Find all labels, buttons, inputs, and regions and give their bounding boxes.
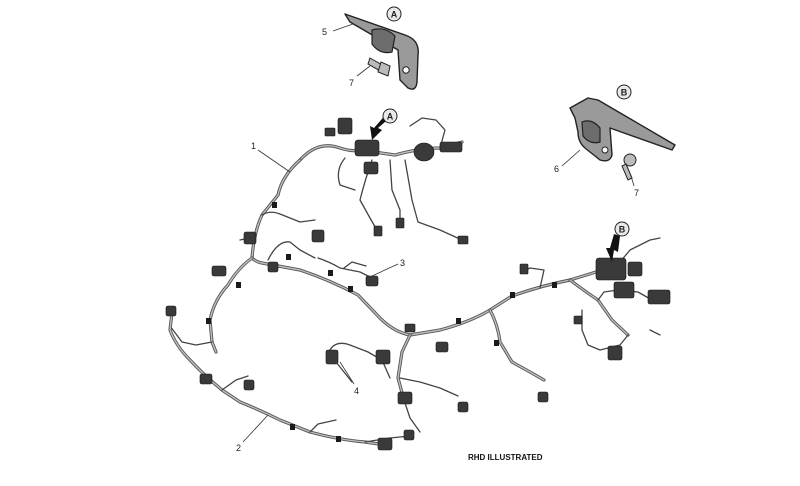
badge-a-top-label: A	[391, 10, 398, 20]
bracket-6	[569, 97, 676, 162]
callout-7a: 7	[349, 78, 354, 88]
leader-7b	[630, 175, 635, 187]
badge-b-harness: B	[614, 221, 630, 237]
badge-a-top: A	[386, 6, 402, 22]
callout-3: 3	[400, 258, 405, 268]
leader-2	[242, 414, 269, 443]
leader-3	[371, 263, 399, 277]
leader-4	[339, 361, 355, 385]
callout-5: 5	[322, 27, 327, 37]
harness-1-main	[169, 117, 661, 433]
leader-6	[561, 149, 581, 167]
callout-2: 2	[236, 443, 241, 453]
callout-1: 1	[251, 141, 256, 151]
harness-3	[343, 261, 367, 269]
arrow-b	[606, 234, 620, 262]
leader-1	[257, 149, 291, 173]
bolt-7-a	[367, 57, 391, 77]
callout-6: 6	[554, 164, 559, 174]
badge-b-harness-label: B	[619, 225, 626, 235]
badge-a-harness: A	[382, 108, 398, 124]
leader-5	[332, 23, 354, 32]
harness-2	[165, 305, 415, 451]
leader-7a	[356, 65, 371, 77]
bracket-5	[344, 13, 419, 90]
callout-7b: 7	[634, 188, 639, 198]
badge-b-top-label: B	[621, 88, 628, 98]
connectors-harness-1	[206, 117, 671, 413]
bolt-7-b	[621, 153, 637, 181]
badge-b-top: B	[616, 84, 632, 100]
harness-4	[335, 361, 353, 383]
badge-a-harness-label: A	[387, 112, 394, 122]
rhd-illustrated-note: RHD ILLUSTRATED	[468, 453, 543, 462]
callout-4: 4	[354, 386, 359, 396]
